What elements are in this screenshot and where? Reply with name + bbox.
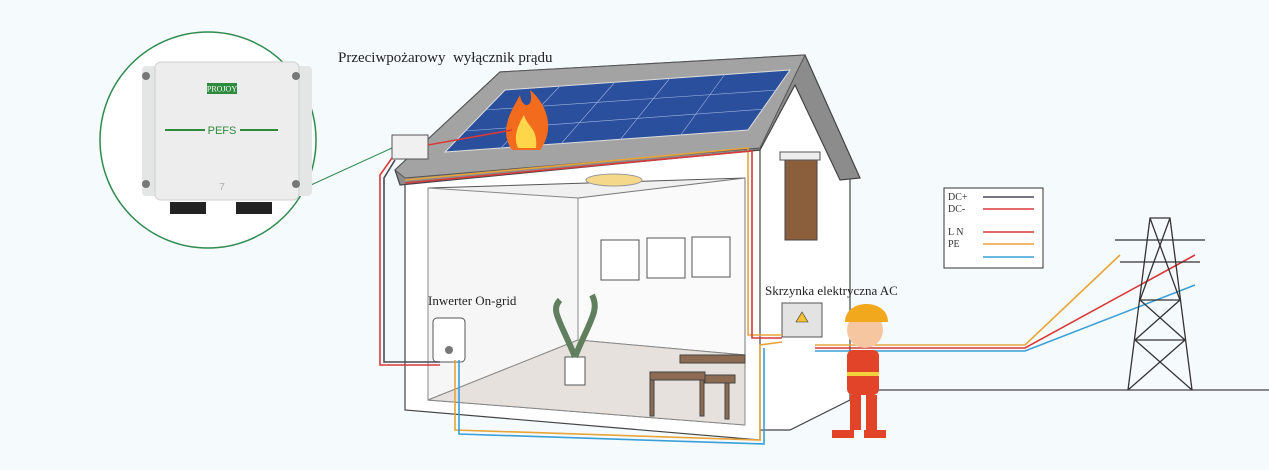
fire-icon bbox=[506, 90, 549, 150]
legend-label: L N bbox=[948, 227, 963, 238]
window bbox=[784, 159, 818, 241]
inverter-label: Inwerter On-grid bbox=[428, 293, 517, 308]
model-text: PEFS bbox=[208, 125, 237, 137]
plant bbox=[553, 293, 598, 386]
switch-zoom-callout: PROJOY PEFS 7 bbox=[99, 31, 393, 249]
ac-distribution-box bbox=[781, 302, 823, 338]
legend-label: DC- bbox=[948, 204, 965, 215]
brand-badge bbox=[207, 83, 237, 94]
legend-label: DC+ bbox=[948, 192, 968, 203]
cable-legend: DC+DC- L NPE bbox=[943, 187, 1044, 269]
dining-table bbox=[649, 354, 746, 420]
pefs-on-roof bbox=[391, 134, 429, 160]
pefs-device: PROJOY PEFS 7 bbox=[142, 61, 312, 214]
cables bbox=[379, 129, 1196, 445]
brand-text: PROJOY bbox=[207, 85, 237, 94]
wall-pictures bbox=[600, 236, 731, 281]
ac-box-label: Skrzynka elektryczna AC bbox=[765, 283, 898, 298]
device-mark: 7 bbox=[219, 182, 225, 193]
power-pylon bbox=[1115, 217, 1205, 391]
switch-label: Przeciwpożarowy wyłącznik prądu bbox=[338, 50, 553, 66]
firefighter bbox=[832, 304, 888, 438]
legend-label: PE bbox=[948, 239, 960, 250]
inverter bbox=[432, 317, 466, 363]
house bbox=[391, 54, 861, 441]
